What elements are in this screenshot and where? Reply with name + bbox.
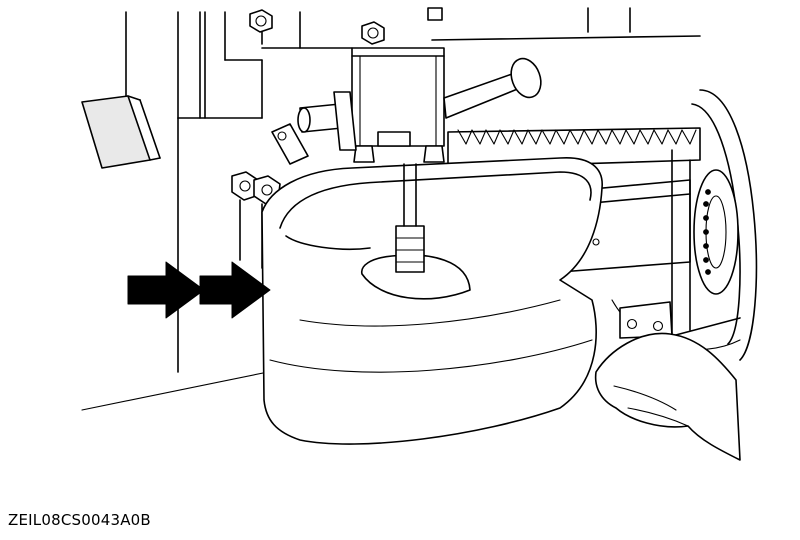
top-bolts (249, 9, 385, 45)
cylinder-block (351, 47, 445, 163)
serrated-bar (447, 127, 701, 169)
floor-line (81, 371, 269, 411)
hand (594, 332, 741, 461)
center-rod (361, 163, 471, 300)
pointer-arrow-icon (127, 261, 271, 319)
bracket-plate (619, 301, 673, 339)
wheel (611, 89, 758, 361)
lever-handle (443, 57, 542, 119)
figure-code: ZEIL08CS0043A0B (8, 511, 151, 529)
pedal-block (81, 95, 161, 169)
cover-housing (261, 157, 603, 445)
machine-frame (125, 7, 701, 373)
